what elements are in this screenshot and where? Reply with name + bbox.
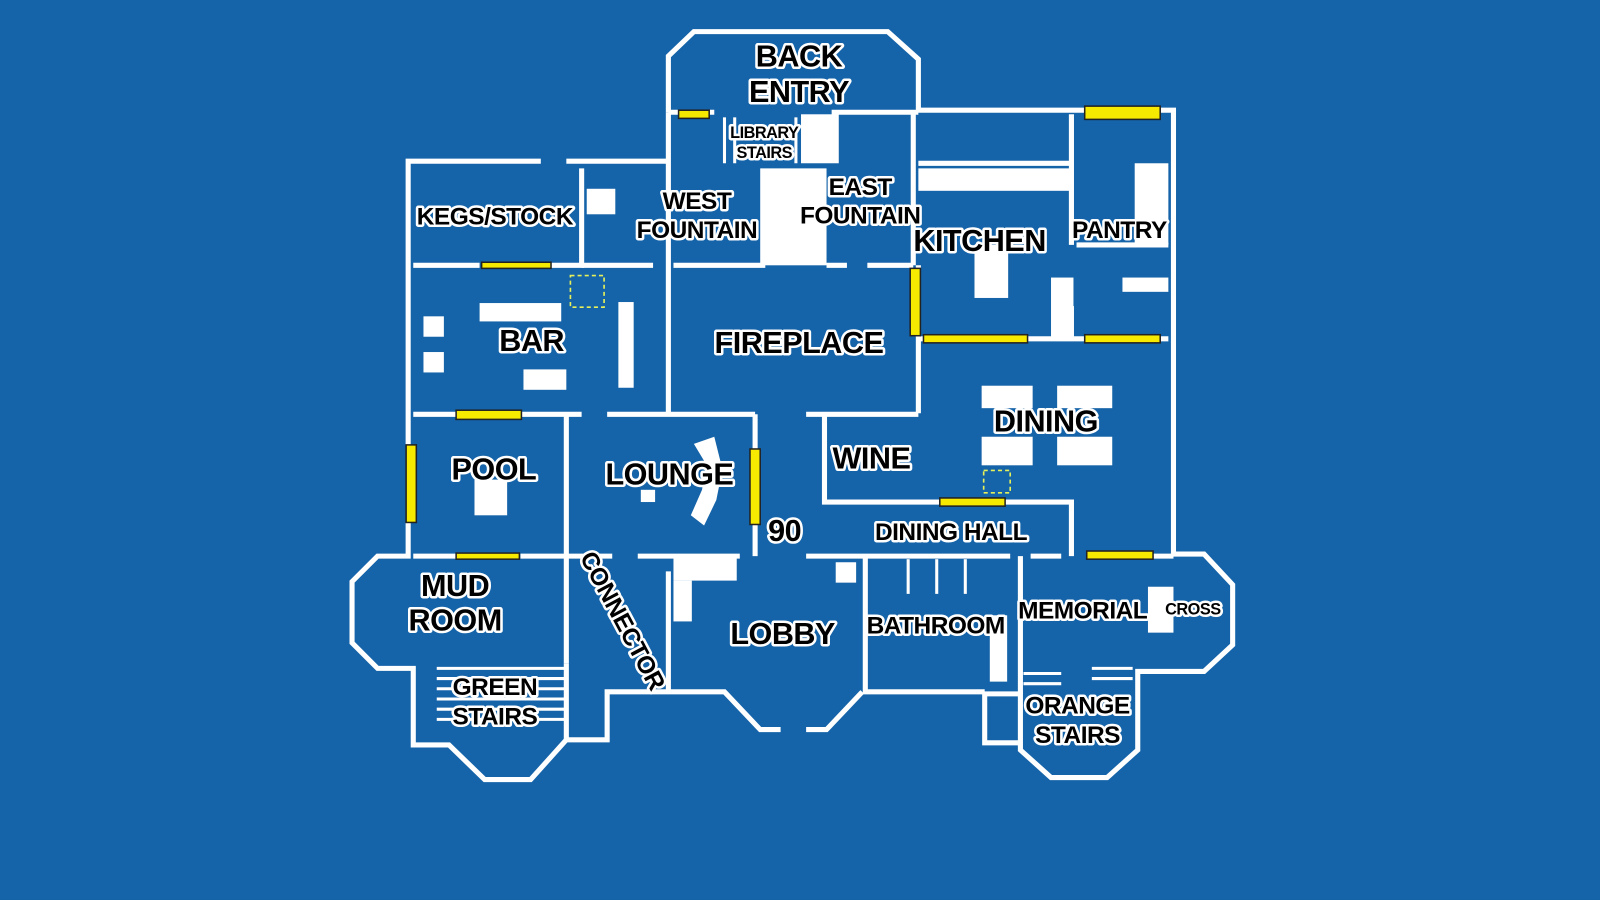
label-orange-stairs-2: STAIRS bbox=[1035, 722, 1120, 749]
label-cross: CROSS bbox=[1165, 600, 1221, 618]
label-kitchen: KITCHEN bbox=[913, 224, 1045, 258]
furniture bbox=[423, 114, 1174, 721]
label-fireplace: FIREPLACE bbox=[715, 326, 884, 360]
label-lounge: LOUNGE bbox=[605, 458, 733, 492]
label-east-fountain-1: EAST bbox=[829, 174, 893, 201]
label-back-entry-2: ENTRY bbox=[749, 75, 849, 109]
label-orange-stairs-1: ORANGE bbox=[1025, 692, 1130, 719]
label-kegs-stock: KEGS/STOCK bbox=[417, 203, 574, 230]
label-west-fountain-2: FOUNTAIN bbox=[637, 217, 758, 244]
hatches bbox=[569, 274, 1012, 494]
reinforced-walls bbox=[405, 105, 1161, 560]
label-west-fountain-1: WEST bbox=[663, 188, 732, 215]
label-dining-hall: DINING HALL bbox=[875, 519, 1028, 546]
label-dining: DINING bbox=[994, 405, 1098, 439]
label-connector: CONNECTOR bbox=[574, 547, 670, 695]
label-pool: POOL bbox=[452, 453, 537, 487]
label-memorial: MEMORIAL bbox=[1018, 597, 1148, 624]
label-green-stairs-2: STAIRS bbox=[452, 703, 537, 730]
label-library-stairs-2: STAIRS bbox=[737, 144, 793, 162]
label-east-fountain-2: FOUNTAIN bbox=[800, 202, 921, 229]
label-green-stairs-1: GREEN bbox=[453, 674, 537, 701]
label-bar: BAR bbox=[499, 324, 564, 358]
label-mud-room-2: ROOM bbox=[409, 604, 502, 638]
label-lobby: LOBBY bbox=[730, 617, 835, 651]
label-library-stairs-1: LIBRARY bbox=[730, 124, 799, 142]
label-mud-room-1: MUD bbox=[421, 569, 489, 603]
label-90: 90 bbox=[768, 514, 801, 548]
label-bathroom: BATHROOM bbox=[867, 613, 1005, 640]
label-back-entry-1: BACK bbox=[756, 39, 843, 73]
label-wine: WINE bbox=[832, 441, 910, 475]
label-pantry: PANTRY bbox=[1072, 217, 1167, 244]
